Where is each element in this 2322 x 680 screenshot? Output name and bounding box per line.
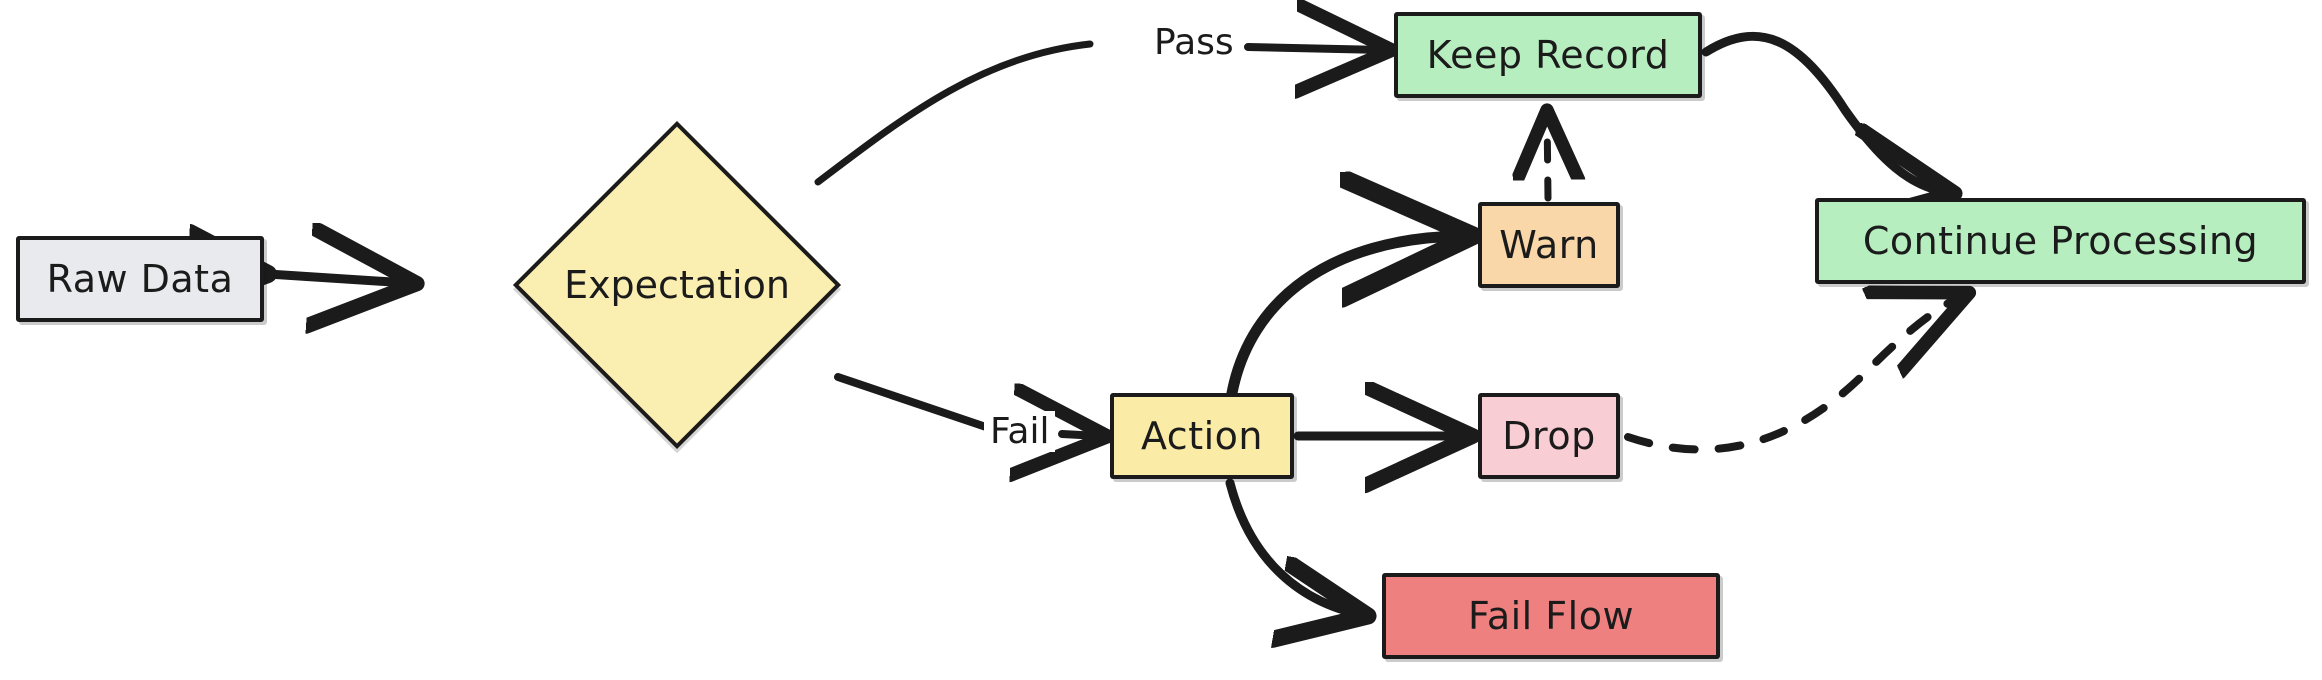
node-keep-record-label: Keep Record: [1426, 33, 1670, 77]
node-drop-label: Drop: [1502, 414, 1596, 458]
edge-expectation-to-fail: [834, 373, 990, 431]
node-continue-processing[interactable]: Continue Processing: [1815, 198, 2306, 284]
node-expectation-label: Expectation: [564, 263, 790, 307]
node-fail-flow-label: Fail Flow: [1467, 594, 1635, 638]
node-action-label: Action: [1140, 414, 1263, 458]
edge-label-pass: Pass: [1148, 22, 1240, 63]
node-drop[interactable]: Drop: [1478, 393, 1620, 479]
edge-fail-to-action: [1062, 434, 1100, 436]
edge-expectation-to-pass: [814, 40, 1094, 186]
node-raw-data[interactable]: Raw Data: [16, 236, 264, 322]
edge-warn-to-keep-record: [1547, 110, 1548, 202]
edge-action-to-warn: [1226, 236, 1462, 399]
edge-drop-to-continue-processing: [1624, 296, 1962, 454]
node-action[interactable]: Action: [1110, 393, 1294, 479]
edge-pass-to-keep-record: [1244, 47, 1384, 50]
node-fail-flow[interactable]: Fail Flow: [1382, 573, 1720, 659]
edge-action-to-fail-flow: [1225, 478, 1368, 616]
node-raw-data-label: Raw Data: [46, 257, 234, 301]
node-expectation[interactable]: Expectation: [418, 50, 936, 520]
node-warn[interactable]: Warn: [1478, 202, 1620, 288]
edge-raw-data-to-expectation: [268, 274, 408, 283]
node-warn-label: Warn: [1499, 223, 1599, 267]
edge-keep-record-to-continue-processing: [1701, 31, 1946, 192]
node-continue-processing-label: Continue Processing: [1862, 219, 2259, 263]
node-keep-record[interactable]: Keep Record: [1394, 12, 1702, 98]
edge-label-fail: Fail: [984, 411, 1056, 452]
